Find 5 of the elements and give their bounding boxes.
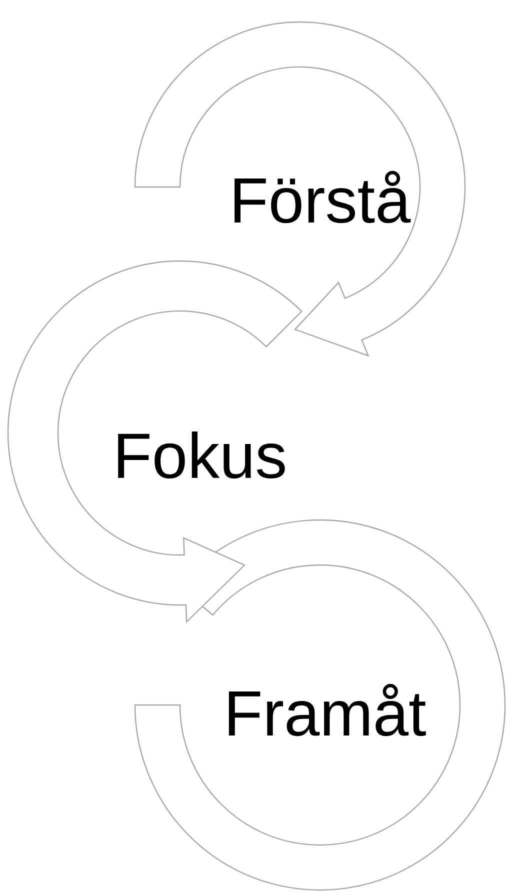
step-label: Förstå (234, 170, 411, 224)
curved-arrow (7, 260, 302, 622)
curved-arrow (134, 21, 466, 356)
step-label: Fokus (118, 432, 285, 478)
step-label: Framåt (228, 684, 426, 736)
